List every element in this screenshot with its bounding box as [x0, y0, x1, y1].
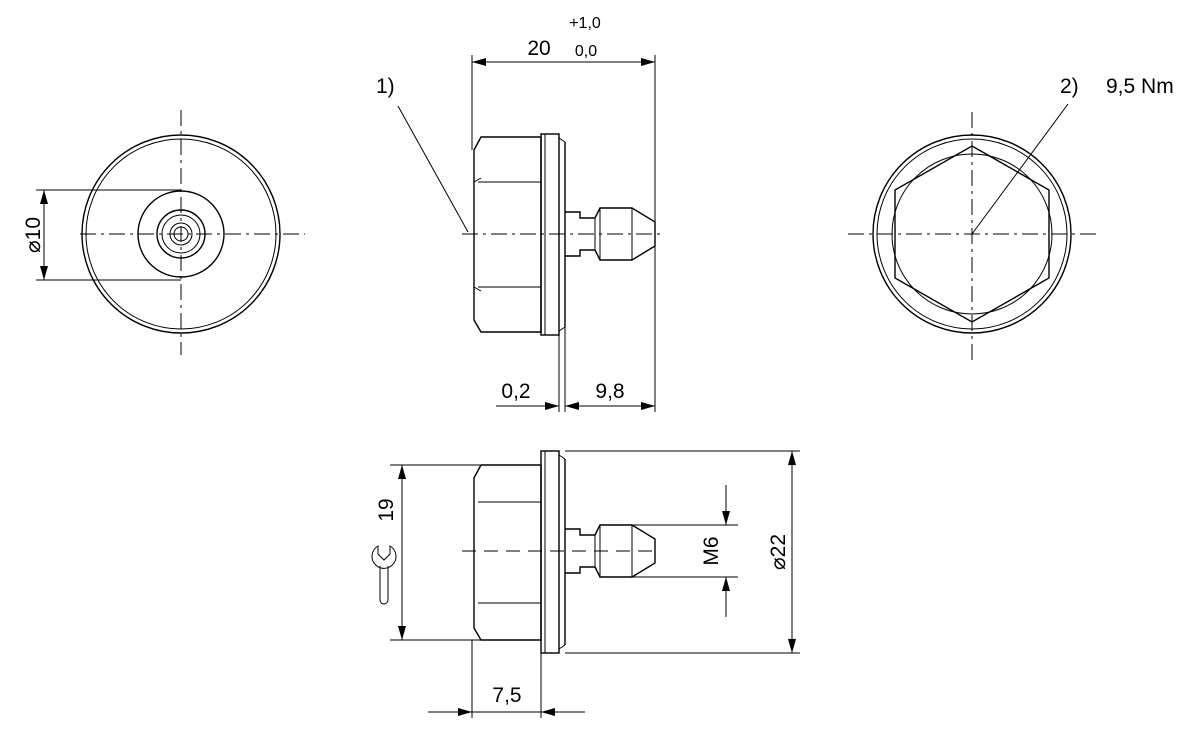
- thread-m6-label: M6: [700, 536, 723, 565]
- diameter-22-label: ⌀22: [767, 534, 790, 570]
- rear-view: 2) 9,5 Nm: [848, 75, 1174, 360]
- length-tol-upper-label: +1,0: [569, 15, 601, 32]
- side-view-top: 20 +1,0 0,0 1) 0,2 9,8: [376, 15, 660, 412]
- diameter-10-label: ⌀10: [22, 217, 45, 253]
- note-2-label: 2): [1060, 75, 1079, 98]
- stem-9-8-label: 9,8: [595, 380, 624, 403]
- note-1-label: 1): [376, 75, 395, 98]
- note-2-leader: [971, 103, 1069, 235]
- torque-label: 9,5 Nm: [1106, 75, 1174, 98]
- front-view: ⌀10: [22, 110, 305, 355]
- length-20-label: 20: [527, 37, 550, 60]
- flange-0-2-label: 0,2: [501, 380, 530, 403]
- hex-7-5-label: 7,5: [492, 684, 521, 707]
- note-1-leader: [397, 105, 469, 233]
- length-tol-lower-label: 0,0: [575, 43, 597, 60]
- open-end-wrench-icon: [371, 545, 397, 605]
- side-view-bottom: 19 M6 ⌀22 7,5: [371, 450, 800, 718]
- wrench-19-label: 19: [375, 498, 398, 521]
